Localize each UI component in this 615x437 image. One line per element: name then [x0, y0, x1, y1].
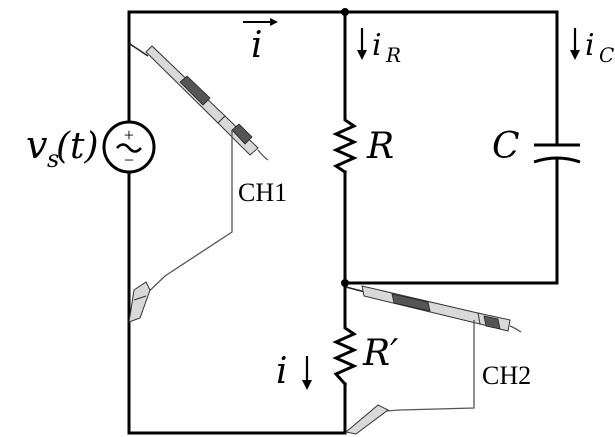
channel2-label: CH2 — [482, 361, 531, 390]
main-current-arrow-icon — [243, 18, 278, 26]
circuit-wires — [127, 10, 559, 435]
probe-ch1 — [128, 43, 269, 323]
junction-top — [341, 8, 349, 16]
resistor-r — [332, 110, 358, 175]
main-current-label: i — [251, 25, 263, 66]
sense-resistor-label: R′ — [362, 333, 398, 374]
resistor-current-arrow-icon — [357, 28, 367, 60]
capacitor-c — [533, 143, 581, 164]
ground-clip-icon — [128, 281, 151, 323]
sense-current-arrow-icon — [302, 356, 312, 390]
source-symbol-arg: (t) — [56, 126, 99, 167]
source-symbol-v: v — [26, 123, 48, 167]
resistor-r-prime — [332, 318, 358, 387]
ac-wave-icon — [116, 143, 142, 153]
channel1-label: CH1 — [238, 178, 287, 207]
ground-clip-icon-2 — [344, 404, 389, 435]
ac-voltage-source: + − — [102, 120, 156, 174]
capacitor-current-label: i — [585, 28, 595, 63]
capacitor-current-sub: C — [599, 43, 614, 67]
probe-ch2 — [344, 285, 522, 435]
resistor-current-sub: R — [385, 43, 401, 67]
source-symbol-sub: s — [47, 145, 59, 173]
sense-current-label: i — [276, 351, 288, 392]
source-plus-sign: + — [124, 125, 134, 145]
resistor-current-label: i — [372, 28, 382, 63]
source-minus-sign: − — [124, 150, 134, 170]
capacitor-label: C — [492, 126, 520, 167]
resistor-label: R — [366, 126, 394, 167]
junction-middle — [341, 279, 349, 287]
capacitor-current-arrow-icon — [570, 28, 580, 60]
